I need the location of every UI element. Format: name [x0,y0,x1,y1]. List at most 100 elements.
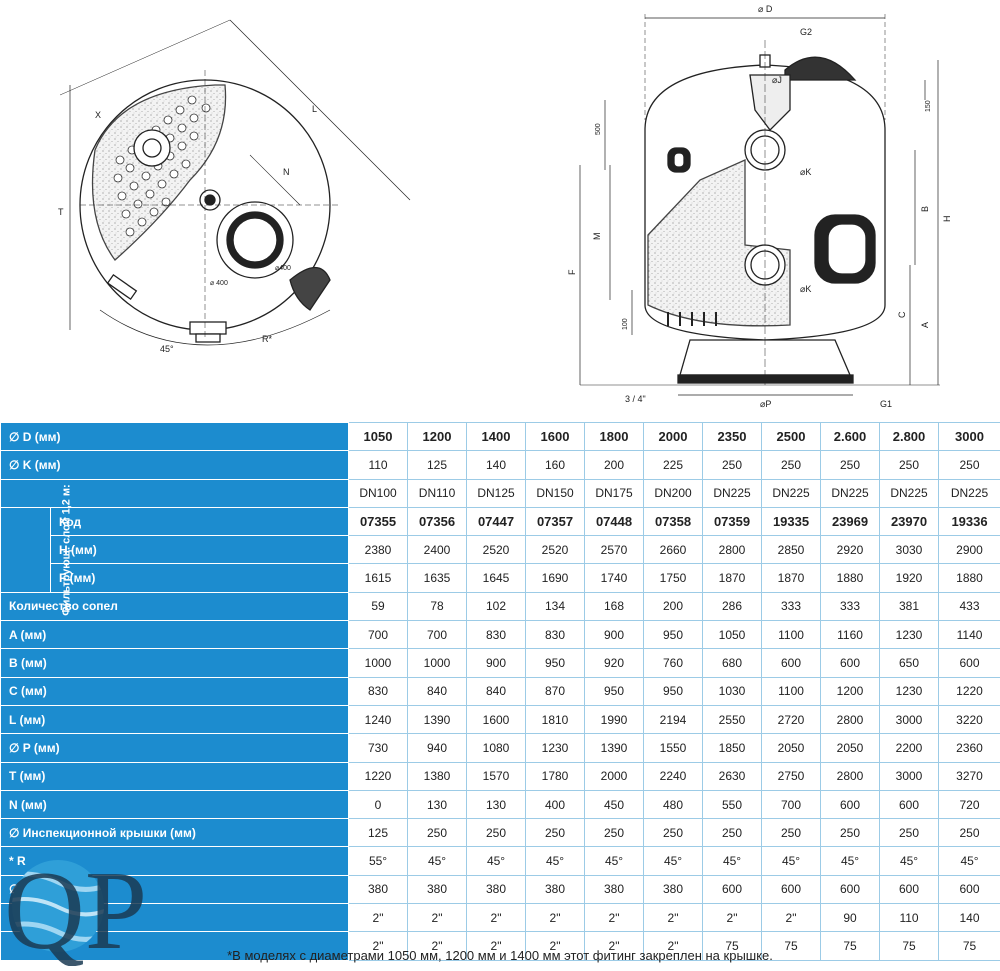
table-cell: 550 [703,790,762,818]
table-cell: 2520 [467,536,526,564]
table-cell: 250 [526,819,585,847]
table-cell: 2570 [585,536,644,564]
table-cell: 380 [526,875,585,903]
table-cell: 2" [644,904,703,932]
table-cell: 07448 [585,507,644,535]
table-cell: 2550 [703,705,762,733]
table-cell: 45° [644,847,703,875]
table-cell: 600 [939,875,1000,903]
label-d400a: ⌀ 400 [210,280,228,287]
table-cell: 1990 [585,705,644,733]
table-cell: 1390 [408,705,467,733]
row-label: B (мм) [1,649,349,677]
table-cell: 1740 [585,564,644,592]
table-cell: DN110 [408,479,467,507]
table-cell: 45° [585,847,644,875]
table-cell: DN200 [644,479,703,507]
table-cell: 130 [467,790,526,818]
table-cell: 07447 [467,507,526,535]
table-cell: 3030 [880,536,939,564]
table-cell: 600 [821,649,880,677]
label-f: F [567,269,577,275]
table-cell: DN175 [585,479,644,507]
table-cell: 1000 [349,649,408,677]
table-cell: 2660 [644,536,703,564]
table-cell: 1870 [762,564,821,592]
label-c: C [897,311,907,318]
table-cell: 1100 [762,621,821,649]
table-cell: 1550 [644,734,703,762]
row-label: L (мм) [1,705,349,733]
label-angle: 45° [160,344,174,354]
table-cell: 1030 [703,677,762,705]
table-cell: 45° [880,847,939,875]
table-cell: 07356 [408,507,467,535]
table-cell: 23969 [821,507,880,535]
table-cell: 1230 [880,677,939,705]
row-label: A (мм) [1,621,349,649]
table-cell: 2240 [644,762,703,790]
table-cell: 90 [821,904,880,932]
table-cell: DN225 [939,479,1000,507]
label-p: ⌀P [760,399,771,409]
table-cell: 450 [585,790,644,818]
table-cell: 2000 [585,762,644,790]
table-cell: 102 [467,592,526,620]
table-cell: 400 [526,790,585,818]
table-cell: 720 [939,790,1000,818]
table-cell: 2900 [939,536,1000,564]
table-cell: 2050 [762,734,821,762]
table-cell: 19335 [762,507,821,535]
table-cell: 2.800 [880,423,939,451]
table-cell: 250 [880,819,939,847]
table-cell: 2194 [644,705,703,733]
table-cell: 110 [349,451,408,479]
table-cell: 250 [880,451,939,479]
table-cell: 160 [526,451,585,479]
table-cell: 3000 [880,762,939,790]
table-cell: 200 [644,592,703,620]
table-cell: 600 [880,790,939,818]
table-cell: 45° [467,847,526,875]
table-cell: 600 [821,875,880,903]
table-cell: 830 [349,677,408,705]
side-view-drawing [580,14,940,395]
table-cell: 1780 [526,762,585,790]
table-cell: 600 [703,875,762,903]
table-cell: 200 [585,451,644,479]
table-cell: 250 [939,819,1000,847]
table-cell: 1200 [821,677,880,705]
table-cell: 45° [821,847,880,875]
table-cell: 1230 [526,734,585,762]
table-cell: 2800 [821,762,880,790]
label-b: B [920,206,930,212]
group-label: Фильтрующ. слой 1,2 м: [1,507,51,592]
table-cell: 2750 [762,762,821,790]
table-cell: 950 [526,649,585,677]
table-cell: 333 [821,592,880,620]
table-cell: 07355 [349,507,408,535]
label-g1: G1 [880,399,892,409]
label-h: H [942,216,952,223]
table-cell: 650 [880,649,939,677]
table-cell: 1870 [703,564,762,592]
label-l: L [312,104,317,114]
table-cell: 830 [526,621,585,649]
table-cell: 1635 [408,564,467,592]
table-cell: 2" [703,904,762,932]
table-cell: 3270 [939,762,1000,790]
table-cell: 2400 [408,536,467,564]
table-cell: 1615 [349,564,408,592]
table-cell: 381 [880,592,939,620]
table-cell: 2" [408,904,467,932]
label-j: ⌀J [772,75,782,85]
table-cell: 950 [644,677,703,705]
table-cell: 600 [762,649,821,677]
table-cell: 600 [939,649,1000,677]
table-cell: 3000 [880,705,939,733]
